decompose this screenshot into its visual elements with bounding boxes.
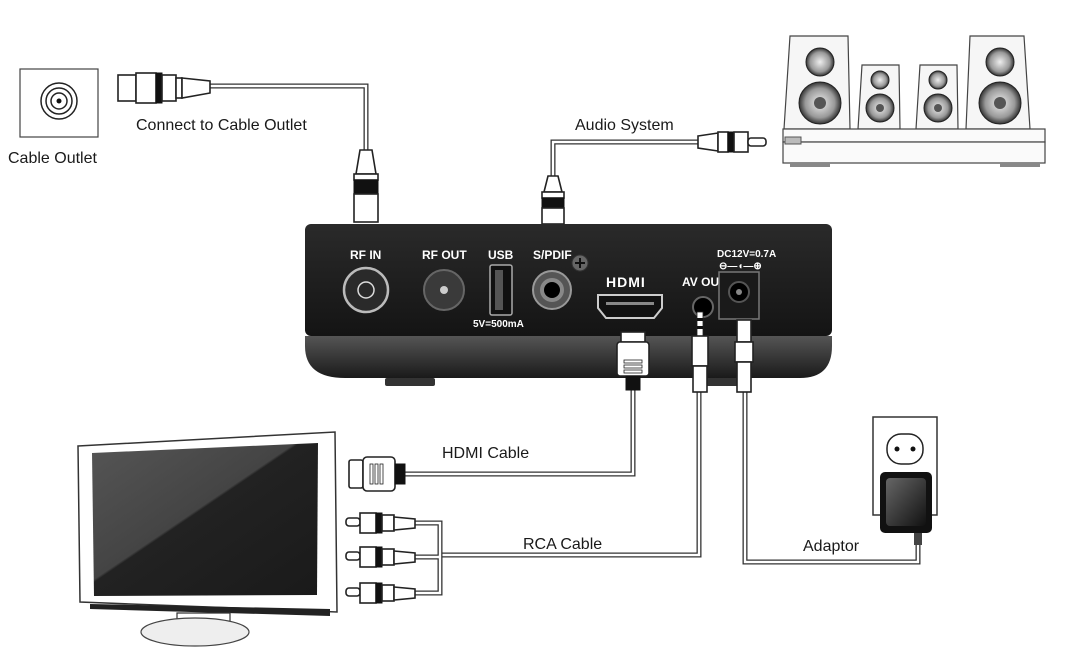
usb-label: USB	[488, 248, 514, 262]
rca-plug-tv-red	[345, 582, 416, 604]
dc-power-port[interactable]	[718, 271, 760, 320]
rca-cable	[345, 311, 709, 604]
spdif-label: S/PDIF	[533, 248, 572, 262]
spdif-port[interactable]	[532, 270, 572, 310]
television	[77, 431, 338, 647]
rf-in-label: RF IN	[350, 248, 381, 262]
hdmi-cable-label: HDMI Cable	[442, 445, 529, 462]
speaker-left-large	[783, 35, 851, 130]
dc-polarity-label: ⊖—◖—⊕	[719, 261, 762, 272]
hdmi-port[interactable]	[597, 294, 663, 319]
coax-plug-rf-in-end	[353, 149, 379, 223]
tv-stand-base	[140, 617, 250, 647]
coax-socket-icon	[40, 82, 78, 120]
av-out-label: AV OUT	[682, 275, 727, 289]
hdmi-cable	[348, 331, 650, 492]
spdif-cable	[541, 131, 767, 237]
speaker-right-large	[965, 35, 1031, 130]
audio-system	[782, 35, 1046, 167]
power-adaptor-icon	[880, 472, 932, 545]
coax-plug-outlet-end	[117, 72, 211, 104]
rca-plug-audio-end	[697, 131, 767, 153]
audio-receiver	[782, 128, 1046, 167]
device-foot	[385, 378, 435, 386]
tv-screen	[92, 443, 318, 596]
hdmi-plug-tv-end	[348, 456, 406, 492]
usb-port[interactable]	[489, 264, 513, 316]
av-plug-device-end	[691, 311, 709, 393]
speaker-left-small	[857, 64, 901, 130]
connect-to-cable-outlet-label: Connect to Cable Outlet	[136, 117, 307, 134]
rca-cable-label: RCA Cable	[523, 536, 602, 553]
rf-out-label: RF OUT	[422, 248, 467, 262]
dc-rating-label: DC12V=0.7A	[717, 249, 776, 260]
power-cable	[734, 319, 921, 565]
rca-plug-tv-white	[345, 546, 416, 568]
speaker-right-small	[915, 64, 959, 130]
rca-plug-tv-yellow	[345, 512, 416, 534]
cable-outlet	[19, 68, 99, 138]
rf-out-port[interactable]	[423, 269, 465, 311]
hdmi-label: HDMI	[606, 274, 646, 290]
audio-system-label: Audio System	[575, 117, 674, 134]
dc-plug-device-end	[734, 319, 754, 393]
hdmi-plug-device-end	[616, 331, 650, 391]
screw-icon	[571, 254, 589, 272]
coax-cable	[117, 72, 379, 223]
cable-outlet-label: Cable Outlet	[8, 150, 97, 167]
usb-rating-label: 5V=500mA	[473, 319, 524, 330]
adaptor-label: Adaptor	[803, 538, 860, 555]
rf-in-port[interactable]	[342, 266, 390, 314]
